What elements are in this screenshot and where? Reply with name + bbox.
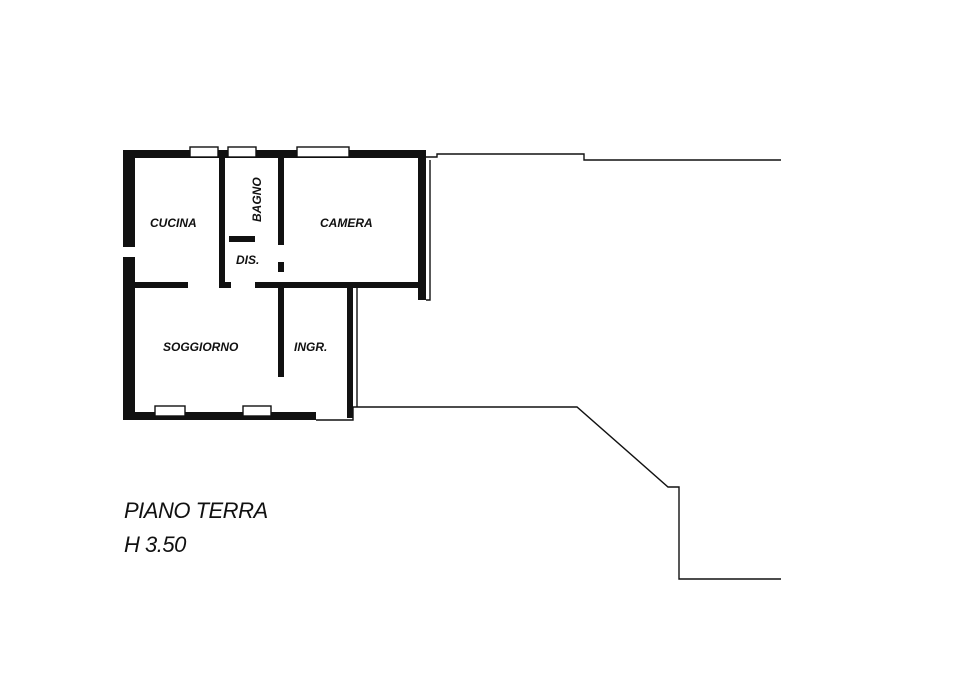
room-label-camera: CAMERA (320, 216, 373, 230)
plan-lines (154, 146, 781, 580)
wall-south (123, 412, 316, 420)
wall-west-upper (123, 150, 135, 247)
wall-cucina-bagno (219, 150, 225, 285)
room-label-soggiorno: SOGGIORNO (163, 340, 239, 354)
wall-cucina-soggiorno (123, 282, 188, 288)
room-label-ingr: INGR. (294, 340, 327, 354)
wall-bagno-south (229, 236, 255, 242)
plot-boundary-west (426, 160, 431, 301)
wall-bagno-camera-stub (278, 262, 284, 272)
window-bagno (227, 146, 257, 158)
window-camera (296, 146, 350, 158)
wall-ingr-east (347, 288, 353, 418)
floor-height: H 3.50 (124, 532, 186, 557)
wall-dis-stub (219, 282, 231, 288)
plot-boundary-north (426, 153, 781, 161)
wall-bagno-camera (278, 150, 284, 245)
wall-west-lower (123, 257, 135, 420)
floor-name: PIANO TERRA (124, 498, 268, 523)
room-label-bagno: BAGNO (250, 177, 264, 222)
room-label-cucina: CUCINA (150, 216, 197, 230)
window-soggiorno-1 (154, 405, 186, 417)
plot-boundary-south (316, 406, 781, 580)
room-label-dis: DIS. (236, 253, 259, 267)
window-cucina (189, 146, 219, 158)
wall-fills (123, 150, 426, 420)
wall-camera-south (255, 282, 418, 288)
wall-soggiorno-ingr (278, 282, 284, 377)
wall-east-camera (418, 150, 426, 300)
wall-north (123, 150, 426, 158)
window-soggiorno-2 (242, 405, 272, 417)
